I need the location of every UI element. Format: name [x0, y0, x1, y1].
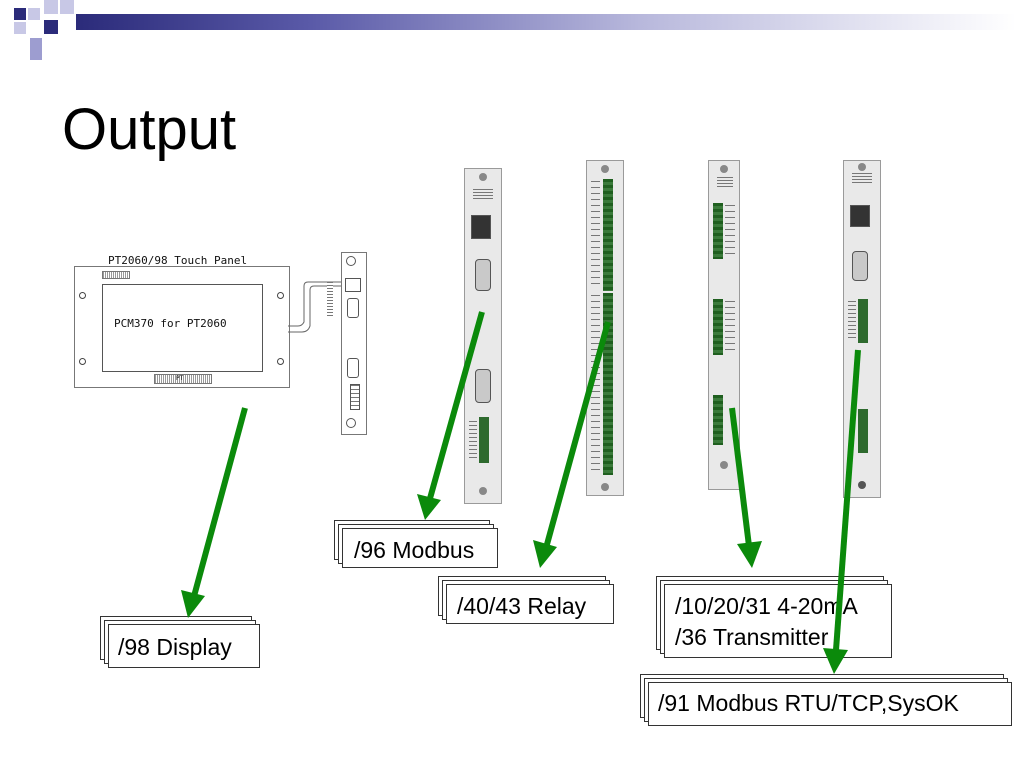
arrow-to-modbus: [417, 311, 485, 520]
touch-panel-bottom-mark: PT: [176, 375, 184, 382]
communication-card: [464, 168, 502, 504]
arrow-to-relay: [533, 321, 611, 568]
slide-title: Output: [62, 97, 237, 162]
label-91-modbus-rtu-text: /91 Modbus RTU/TCP,SysOK: [658, 690, 959, 716]
label-40-43-relay-text: /40/43 Relay: [457, 593, 587, 619]
arrow-to-transmitter: [729, 407, 762, 568]
label-transmitter-line1: /10/20/31 4-20mA: [675, 593, 858, 619]
touch-panel-header: PT2060/98 Touch Panel: [108, 254, 248, 267]
label-96-modbus-text: /96 Modbus: [354, 537, 475, 563]
arrow-to-display: [181, 407, 248, 618]
touch-panel-screen-text: PCM370 for PT2060: [114, 317, 227, 330]
panel-cable: [288, 281, 342, 333]
arrow-to-modbus-rtu: [823, 349, 861, 674]
label-98-display-text: /98 Display: [118, 634, 232, 660]
label-transmitter-line2: /36 Transmitter: [675, 624, 829, 650]
